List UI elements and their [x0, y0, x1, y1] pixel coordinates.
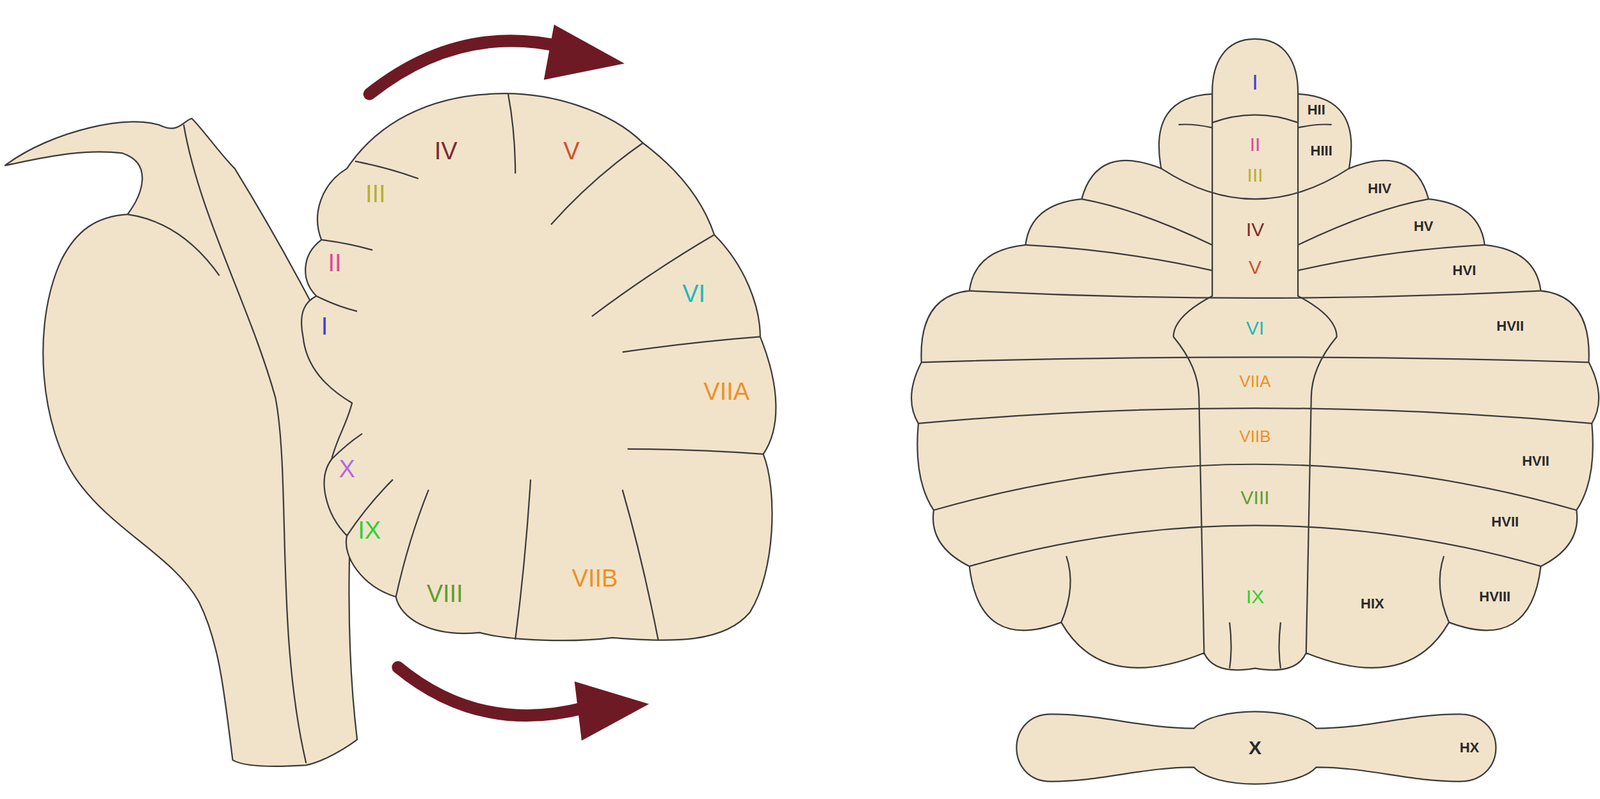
hemisphere-label: HVII — [1496, 319, 1524, 334]
drawing-stroke — [969, 525, 1542, 567]
flatmap-outline — [911, 71, 1599, 671]
drawing-stroke — [1081, 199, 1213, 246]
brainstem-line — [127, 214, 219, 276]
flocculonodular-band — [1016, 711, 1496, 784]
brainstem-group — [5, 118, 358, 767]
drawing-stroke — [622, 336, 761, 352]
drawing-stroke — [1297, 94, 1337, 654]
lobule-label: III — [365, 181, 386, 207]
lobule-label: VIIB — [1239, 428, 1272, 445]
lobule-label: X — [1248, 738, 1262, 758]
drawing-stroke — [1279, 622, 1281, 669]
hemisphere-label: HVIII — [1479, 590, 1511, 605]
arrow-shaft — [369, 40, 564, 95]
drawing-stroke — [933, 464, 1577, 511]
lobule-label: VIIA — [1239, 373, 1272, 390]
hemisphere-label: HIV — [1367, 181, 1392, 196]
brainstem — [5, 118, 358, 767]
lobule-label: IX — [1246, 587, 1264, 607]
drawing-stroke — [1297, 124, 1332, 128]
drawing-stroke — [921, 357, 1590, 363]
drawing-stroke — [969, 291, 1542, 299]
lobule-label: VIIA — [703, 379, 750, 404]
lobule-label: V — [563, 138, 580, 164]
drawing-stroke — [622, 490, 659, 640]
drawing-stroke — [331, 433, 363, 460]
brainstem-line — [183, 124, 306, 764]
drawing-stroke — [592, 234, 715, 317]
drawing-stroke — [316, 296, 358, 312]
lobule-i-cap — [1212, 39, 1298, 123]
lobule-label: III — [1247, 165, 1264, 185]
drawing-stroke — [508, 94, 516, 174]
arrow-shaft — [398, 667, 584, 716]
flatmap-group — [911, 39, 1599, 785]
lobule-label: I — [321, 314, 329, 339]
fissure-lines — [316, 94, 763, 640]
lobule-label: VIII — [1240, 488, 1270, 508]
drawing-stroke — [1178, 124, 1213, 128]
arrow-head — [574, 681, 649, 741]
lobule-label: II — [327, 250, 342, 276]
hemisphere-label: HII — [1307, 103, 1326, 118]
hemisphere-label: HIII — [1310, 144, 1333, 159]
flatmap-fissures — [918, 94, 1592, 669]
lobule-label: V — [1248, 257, 1262, 278]
lobule-label: II — [1249, 135, 1261, 155]
cerebellum-side-group — [301, 93, 776, 641]
drawing-stroke — [396, 490, 429, 598]
hemisphere-label: HIX — [1360, 597, 1385, 612]
drawing-stroke — [355, 161, 419, 179]
hemisphere-label: HX — [1459, 741, 1480, 756]
lobule-label: VIII — [426, 581, 464, 607]
drawing-stroke — [1297, 199, 1429, 246]
lobule-label: VIIB — [572, 566, 619, 591]
arrow-head — [544, 24, 625, 80]
drawing-stroke — [1173, 94, 1213, 654]
lobule-label: IX — [357, 518, 381, 543]
drawing-stroke — [515, 480, 531, 640]
hemisphere-label: HV — [1413, 219, 1434, 234]
drawing-stroke — [918, 408, 1592, 424]
lobule-label: VI — [1246, 318, 1264, 338]
lobule-label: IV — [1246, 220, 1264, 240]
drawing-stroke — [627, 449, 764, 455]
lobule-label: X — [338, 456, 355, 482]
hemisphere-label: HVII — [1491, 515, 1519, 530]
drawing-stroke — [321, 240, 373, 251]
cerebellum-side — [301, 93, 776, 641]
lobule-label: IV — [434, 138, 458, 164]
hemisphere-label: HVII — [1521, 454, 1550, 469]
lobule-label: VI — [682, 281, 706, 306]
drawing-stroke — [1061, 556, 1071, 623]
rotation-arrows — [369, 24, 649, 742]
lobule-label: I — [1251, 71, 1258, 93]
drawing-stroke — [1025, 245, 1213, 271]
drawing-stroke — [1229, 622, 1231, 669]
hemisphere-label: HVI — [1452, 263, 1477, 278]
drawing-stroke — [1440, 556, 1449, 623]
